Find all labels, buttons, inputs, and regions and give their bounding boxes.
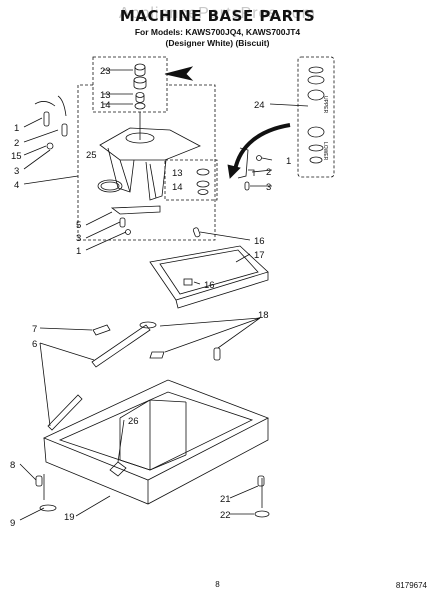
callout-label: 18 <box>258 310 269 321</box>
callout-label: 5 <box>76 220 81 231</box>
legend-upper-label: UPPER <box>322 96 328 114</box>
detail-box-seals <box>164 159 218 201</box>
callout-label: 14 <box>172 182 183 193</box>
callout-label: 4 <box>14 180 19 191</box>
watermark: AppliancePartsPros.com <box>118 5 317 22</box>
document-number: 8179674 <box>395 581 427 590</box>
callout-label: 1 <box>14 123 19 134</box>
callout-label: 9 <box>10 518 15 529</box>
callout-label: 2 <box>266 167 271 178</box>
callout-label: 25 <box>86 150 97 161</box>
callout-label: 16 <box>254 236 265 247</box>
side-legend-box <box>297 56 335 178</box>
variants-line: (Designer White) (Biscuit) <box>165 38 270 48</box>
callout-label: 1 <box>76 246 81 257</box>
callout-label: 3 <box>14 166 19 177</box>
callout-label: 13 <box>172 168 183 179</box>
callout-label: 1 <box>286 156 291 167</box>
callout-label: 2 <box>14 138 19 149</box>
callout-label: 26 <box>128 416 139 427</box>
callout-label: 15 <box>11 151 22 162</box>
callout-label: 24 <box>254 100 265 111</box>
callout-label: 3 <box>266 182 271 193</box>
callout-label: 8 <box>10 460 15 471</box>
page-title: MACHINE BASE PARTS <box>119 7 316 25</box>
callout-label: 17 <box>254 250 265 261</box>
callout-label: 23 <box>100 66 111 77</box>
detail-box-top <box>92 56 168 113</box>
callout-label: 16 <box>204 280 215 291</box>
detail-box-main <box>77 84 216 241</box>
callout-label: 6 <box>32 339 37 350</box>
callout-label: 21 <box>220 494 231 505</box>
callout-label: 14 <box>100 100 111 111</box>
callout-label: 13 <box>100 90 111 101</box>
page-number: 8 <box>215 580 220 589</box>
models-line: For Models: KAWS700JQ4, KAWS700JT4 <box>134 27 301 37</box>
callout-label: 3 <box>76 233 81 244</box>
callout-label: 19 <box>64 512 75 523</box>
callout-label: 7 <box>32 324 37 335</box>
legend-lower-label: LOWER <box>322 142 328 161</box>
callout-label: 22 <box>220 510 231 521</box>
